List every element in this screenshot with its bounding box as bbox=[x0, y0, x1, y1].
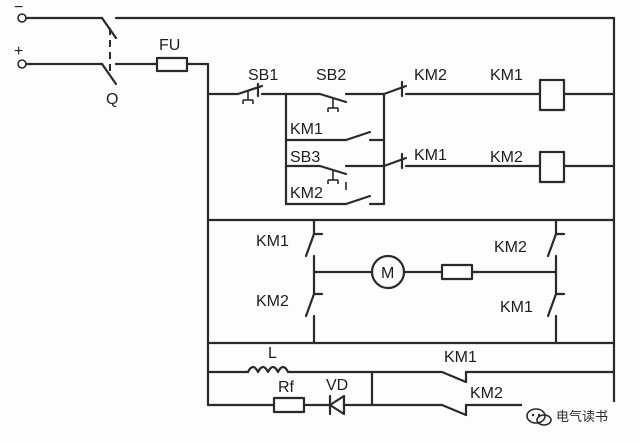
sb2-label: SB2 bbox=[316, 67, 346, 84]
plus-label: + bbox=[14, 43, 23, 60]
rung-km1-coil: SB1 SB2 KM2 KM1 bbox=[206, 67, 616, 112]
km1-coil-label: KM1 bbox=[490, 67, 523, 84]
km1-coil: KM1 bbox=[490, 67, 566, 112]
km2-left-bottom-label: KM2 bbox=[256, 293, 289, 310]
sb1-switch: SB1 bbox=[236, 67, 278, 104]
resistor-rf: Rf bbox=[272, 379, 306, 414]
km1-hold-label: KM1 bbox=[290, 121, 323, 138]
breaker-q: Q bbox=[100, 16, 118, 108]
plus-terminal bbox=[17, 59, 27, 69]
sb3-switch: SB3 bbox=[290, 149, 348, 184]
power-input: − + bbox=[14, 0, 616, 69]
minus-label: − bbox=[14, 0, 23, 16]
sb3-label: SB3 bbox=[290, 149, 320, 166]
inductor-l: L bbox=[246, 345, 290, 374]
km1-contact-left-top: KM1 bbox=[256, 232, 324, 258]
diode-vd: VD bbox=[326, 377, 348, 416]
km1-left-top-label: KM1 bbox=[256, 233, 289, 250]
l-label: L bbox=[268, 345, 277, 362]
motor-bridge: KM1 KM2 KM2 KM1 M bbox=[206, 218, 616, 345]
fuse-fu: FU bbox=[114, 37, 210, 96]
sb1-label: SB1 bbox=[248, 67, 278, 84]
fu-label: FU bbox=[159, 37, 180, 54]
km2-contact-right-top: KM2 bbox=[494, 232, 566, 258]
km2-contact-field: KM2 bbox=[440, 385, 503, 417]
rf-label: Rf bbox=[278, 379, 295, 396]
km2-holding-branch: KM2 bbox=[284, 182, 386, 206]
vd-label: VD bbox=[326, 377, 348, 394]
km2-coil-label: KM2 bbox=[490, 149, 523, 166]
watermark-text: 电气读书 bbox=[556, 409, 608, 425]
km2-right-top-label: KM2 bbox=[494, 239, 527, 256]
km1-nc-label: KM1 bbox=[414, 147, 447, 164]
watermark: 电气读书 bbox=[522, 402, 634, 430]
km2-contact-left-bottom: KM2 bbox=[256, 292, 324, 318]
km2-nc-contact-1: KM2 bbox=[382, 67, 447, 98]
km2-hold-label: KM2 bbox=[290, 185, 323, 202]
km2-field-label: KM2 bbox=[470, 385, 503, 402]
q-label: Q bbox=[106, 91, 118, 108]
km1-nc-contact: KM1 bbox=[382, 147, 447, 170]
km1-field-label: KM1 bbox=[444, 349, 477, 366]
wechat-icon bbox=[526, 408, 552, 426]
km1-contact-field: KM1 bbox=[440, 349, 477, 384]
motor-label: M bbox=[381, 265, 394, 282]
km1-holding-branch: KM1 bbox=[284, 92, 386, 206]
km1-right-bottom-label: KM1 bbox=[500, 299, 533, 316]
rung-km2-coil: SB3 KM1 KM2 bbox=[284, 147, 616, 184]
motor-resistor bbox=[440, 263, 474, 281]
motor-m: M bbox=[370, 254, 406, 290]
km1-contact-right-bottom: KM1 bbox=[500, 292, 566, 318]
sb2-switch: SB2 bbox=[316, 67, 348, 112]
km2-label-1: KM2 bbox=[414, 67, 447, 84]
